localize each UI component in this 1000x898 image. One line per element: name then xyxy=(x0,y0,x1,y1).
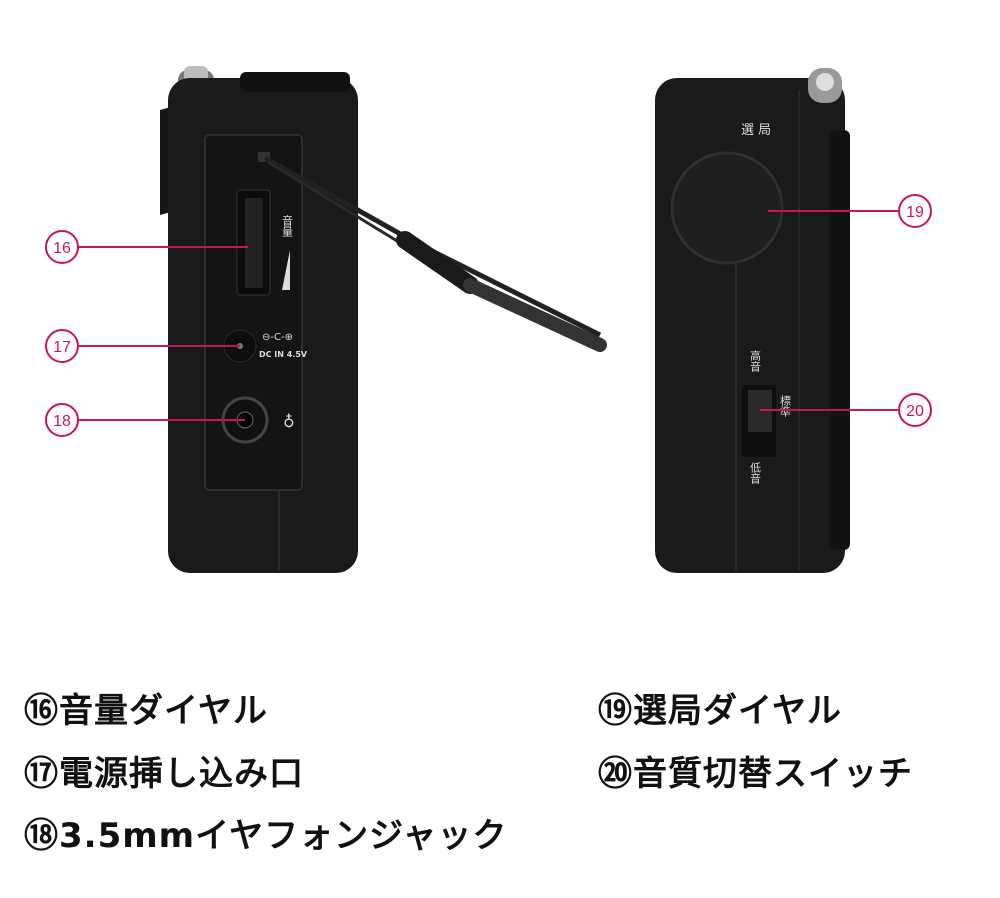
callout-number-19: 19 xyxy=(906,204,924,221)
callout-marker-19 xyxy=(898,194,932,228)
callout-number-17: 17 xyxy=(53,339,71,356)
strap xyxy=(258,152,607,352)
tone-switch xyxy=(742,385,776,457)
callout-number-18: 18 xyxy=(53,413,71,430)
callout-lines xyxy=(45,194,932,437)
caption-volume-dial: ⑯音量ダイヤル xyxy=(24,691,268,731)
high-print: 高音 xyxy=(749,349,762,373)
caption-power-jack: ⑰電源挿し込み口 xyxy=(24,754,304,794)
low-print: 低音 xyxy=(749,462,762,485)
callout-number-16: 16 xyxy=(53,240,71,257)
callout-marker-17 xyxy=(45,329,79,363)
callout-marker-18 xyxy=(45,403,79,437)
callout-marker-16 xyxy=(45,230,79,264)
tuning-dial xyxy=(670,151,784,265)
dc-in-print: DC IN 4.5V xyxy=(259,350,308,359)
tuning-print: 選 局 xyxy=(741,123,771,138)
volume-triangle-icon xyxy=(282,250,290,290)
caption-earphone-jack: ⑱3.5mmイヤフォンジャック xyxy=(24,816,508,856)
radio-side-left: 音量 ⊖-C-⊕ DC IN 4.5V ♁ xyxy=(160,66,607,573)
polarity-icon: ⊖-C-⊕ xyxy=(262,332,293,343)
antenna-right xyxy=(808,68,842,103)
caption-tone-switch: ⑳音質切替スイッチ xyxy=(598,754,913,794)
headphone-icon: ♁ xyxy=(283,412,295,431)
callout-marker-20 xyxy=(898,393,932,427)
callout-number-20: 20 xyxy=(906,403,924,420)
volume-print: 音量 xyxy=(281,214,294,237)
caption-tuning-dial: ⑲選局ダイヤル xyxy=(598,691,842,731)
radio-side-right: 選 局 高音 標準 低音 xyxy=(655,68,850,573)
normal-print: 標準 xyxy=(779,394,792,418)
volume-dial xyxy=(236,189,271,296)
